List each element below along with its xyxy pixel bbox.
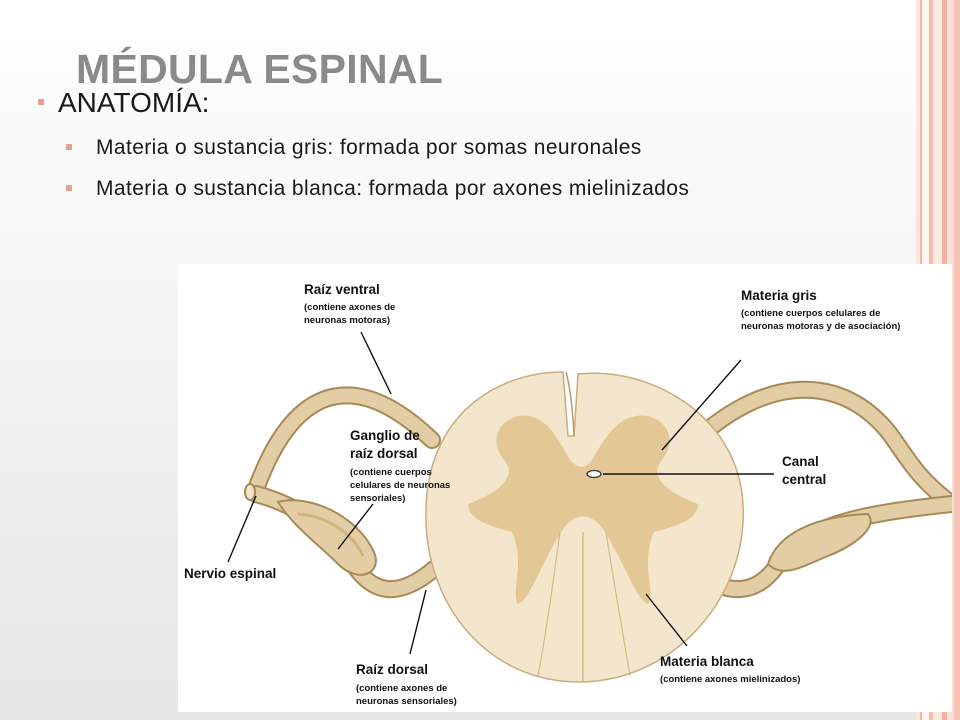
bullet-item-anatomia: ANATOMÍA: (38, 88, 209, 118)
label-ganglio: Ganglio de raíz dorsal (contiene cuerpos… (350, 428, 450, 504)
leader-nervio (227, 495, 257, 563)
bullet-text: Materia o sustancia gris: formada por so… (96, 136, 642, 159)
svg-text:(contiene axones de: (contiene axones de (304, 302, 395, 313)
bullet-text: Materia o sustancia blanca: formada por … (96, 177, 690, 200)
leader-raiz-ventral (360, 331, 392, 395)
bullet-item-materia-blanca: Materia o sustancia blanca: formada por … (66, 176, 689, 202)
gray-matter (468, 415, 698, 604)
svg-text:Materia blanca: Materia blanca (660, 654, 754, 669)
svg-text:(contiene axones mielinizados): (contiene axones mielinizados) (660, 674, 800, 685)
leader-materia-blanca (645, 593, 688, 647)
leader-ganglio (337, 503, 374, 550)
svg-text:Canal: Canal (782, 454, 819, 469)
label-materia-blanca: Materia blanca (contiene axones mieliniz… (660, 654, 800, 685)
svg-text:celulares de neuronas: celulares de neuronas (350, 480, 450, 491)
svg-text:central: central (782, 472, 826, 487)
svg-text:Materia gris: Materia gris (741, 288, 817, 303)
bullet-item-materia-gris: Materia o sustancia gris: formada por so… (66, 135, 642, 161)
left-nerve (244, 386, 443, 599)
leader-raiz-dorsal (409, 589, 427, 655)
spinal-cord-cross-section (425, 371, 744, 683)
svg-text:sensoriales): sensoriales) (350, 493, 405, 504)
svg-text:(contiene axones de: (contiene axones de (356, 683, 447, 694)
spinal-cord-illustration: Raíz ventral (contiene axones de neurona… (184, 282, 952, 707)
svg-text:raíz dorsal: raíz dorsal (350, 446, 418, 461)
ventral-fissure (565, 371, 575, 437)
svg-text:Nervio espinal: Nervio espinal (184, 566, 276, 581)
svg-text:neuronas motoras y de asociaci: neuronas motoras y de asociación) (741, 321, 900, 332)
svg-text:(contiene cuerpos celulares de: (contiene cuerpos celulares de (741, 308, 880, 319)
central-canal (586, 469, 602, 479)
bullet-square-icon (66, 185, 72, 191)
svg-text:Raíz dorsal: Raíz dorsal (356, 662, 428, 677)
svg-text:(contiene cuerpos: (contiene cuerpos (350, 467, 432, 478)
label-raiz-dorsal: Raíz dorsal (contiene axones de neuronas… (356, 662, 457, 707)
right-nerve (685, 380, 952, 599)
right-dorsal-root-ganglion (766, 512, 872, 572)
svg-text:Ganglio de: Ganglio de (350, 428, 420, 443)
label-raiz-ventral: Raíz ventral (contiene axones de neurona… (304, 282, 395, 326)
label-canal-central: Canal central (782, 454, 826, 487)
spinal-cord-diagram: Raíz ventral (contiene axones de neurona… (178, 264, 952, 712)
svg-text:Raíz ventral: Raíz ventral (304, 282, 380, 297)
label-nervio-espinal: Nervio espinal (184, 566, 276, 581)
bullet-text: ANATOMÍA: (58, 87, 210, 118)
label-materia-gris: Materia gris (contiene cuerpos celulares… (741, 288, 900, 332)
white-matter (425, 371, 744, 683)
bullet-square-icon (66, 144, 72, 150)
spinal-nerve-end (244, 483, 256, 501)
slide-title: MÉDULA ESPINAL (76, 46, 444, 92)
left-dorsal-root-ganglion (276, 499, 377, 576)
svg-text:neuronas motoras): neuronas motoras) (304, 315, 390, 326)
svg-text:neuronas sensoriales): neuronas sensoriales) (356, 696, 457, 707)
leader-materia-gris (661, 359, 742, 451)
leader-lines (227, 331, 774, 655)
bullet-square-icon (38, 99, 44, 105)
